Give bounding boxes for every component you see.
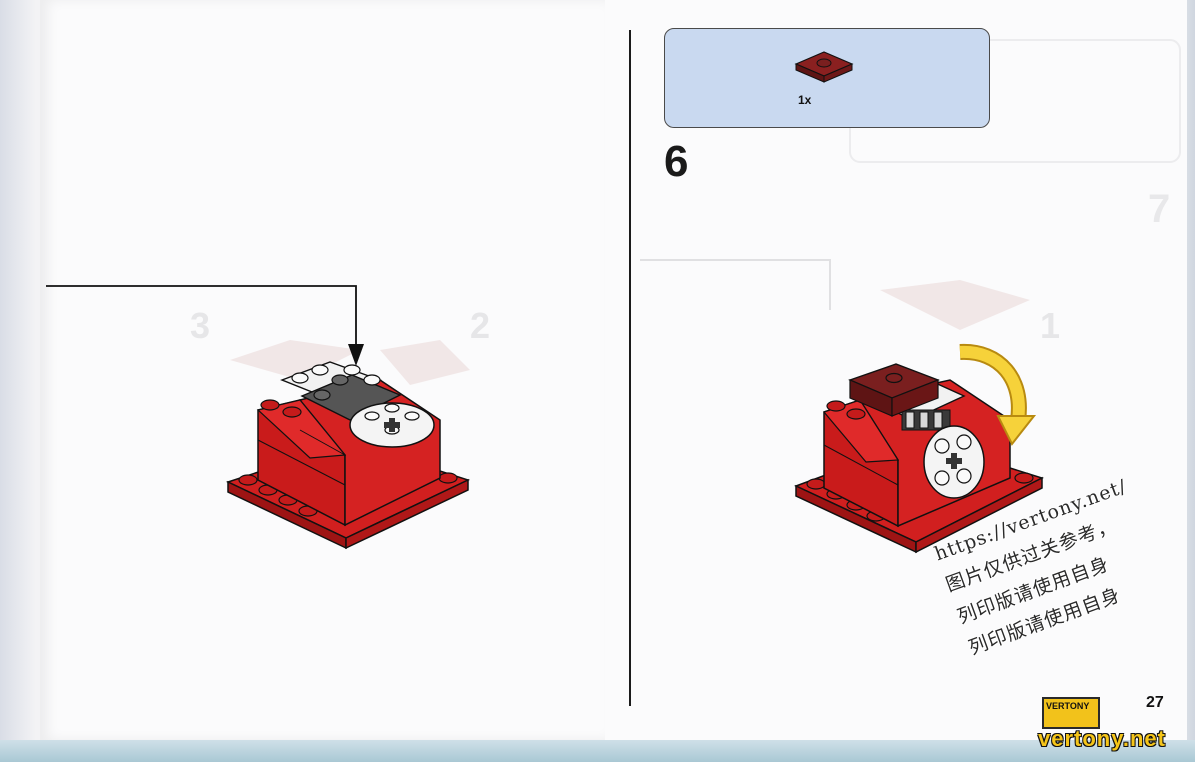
logo-site-text: vertony.net [1038, 726, 1166, 751]
faded-step-7: 7 [1148, 187, 1170, 231]
vertony-logo: VERTONY [1042, 697, 1100, 729]
right-model-illustration [640, 259, 1044, 554]
page-divider [629, 30, 631, 706]
faded-step-1: 1 [1040, 305, 1060, 346]
pointer-line [46, 285, 357, 345]
left-model-illustration [46, 285, 471, 550]
pointer-arrow-icon [348, 344, 364, 366]
faded-brick [880, 280, 1030, 330]
step-number: 6 [664, 137, 689, 186]
parts-quantity: 1x [798, 93, 812, 107]
faded-step-2: 2 [470, 305, 490, 346]
faded-brick [380, 340, 470, 385]
page-number: 27 [1146, 694, 1164, 711]
faded-pointer-line [640, 259, 831, 310]
scan-bottom-edge [0, 740, 1195, 762]
faded-brick [230, 340, 360, 380]
rotation-arrow-icon [959, 343, 1037, 446]
logo-label: VERTONY [1046, 701, 1090, 711]
part-plate-icon [794, 51, 854, 83]
faded-step-3: 3 [190, 305, 210, 346]
